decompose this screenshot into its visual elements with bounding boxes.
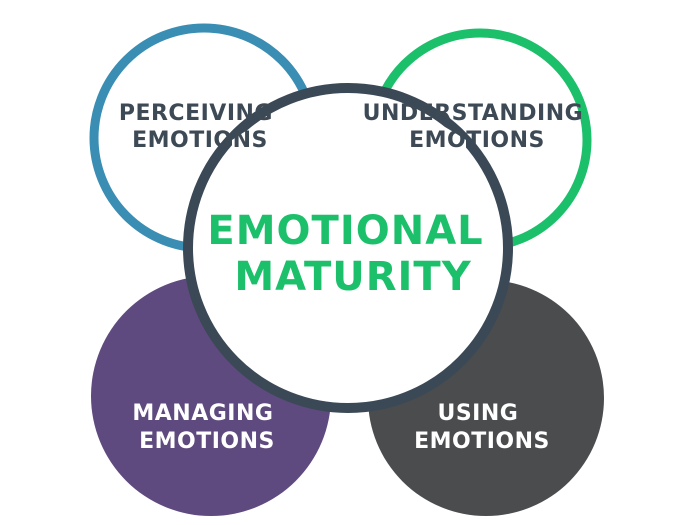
- center-top-mask: [232, 100, 466, 170]
- managing-line1: MANAGING: [132, 401, 273, 426]
- understanding-line2: EMOTIONS: [409, 128, 545, 153]
- using-line2: EMOTIONS: [414, 429, 550, 454]
- perceiving-emotions-label: PERCEIVING EMOTIONS: [119, 101, 281, 153]
- using-line1: USING: [437, 401, 518, 426]
- managing-emotions-label: MANAGING EMOTIONS: [132, 401, 281, 454]
- perceiving-line1: PERCEIVING: [119, 101, 273, 126]
- understanding-line1: UNDERSTANDING: [363, 101, 584, 126]
- using-emotions-label: USING EMOTIONS: [414, 401, 550, 454]
- center-title: EMOTIONAL MATURITY: [207, 208, 498, 300]
- center-title-line2: MATURITY: [234, 254, 471, 300]
- center-title-line1: EMOTIONAL: [207, 208, 483, 254]
- understanding-emotions-label: UNDERSTANDING EMOTIONS: [363, 101, 592, 153]
- perceiving-line2: EMOTIONS: [132, 128, 268, 153]
- managing-line2: EMOTIONS: [139, 429, 275, 454]
